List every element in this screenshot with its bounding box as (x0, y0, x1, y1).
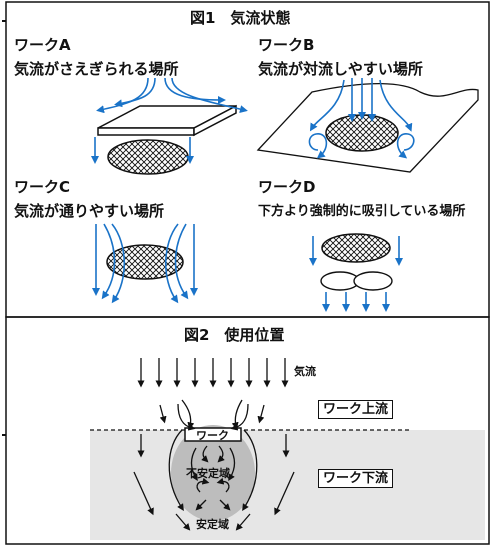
arrow-icon (96, 77, 149, 114)
arrow-icon (201, 445, 209, 463)
arrow-icon (101, 223, 116, 300)
work-c-name: ワークC (14, 178, 71, 196)
unstable-label: 不安定域 (186, 467, 230, 480)
fig2-title: 図2 使用位置 (184, 326, 285, 344)
work-d-desc: 下方より強制的に吸引している場所 (258, 204, 466, 219)
arrow-icon (164, 223, 179, 304)
arrow-icon (219, 499, 231, 511)
upstream-label: ワーク上流 (318, 400, 394, 419)
arrow-icon (175, 513, 191, 531)
arrow-icon (309, 79, 345, 132)
arrow-icon (228, 447, 236, 482)
arrow-icon (171, 77, 248, 113)
work-b-desc: 気流が対流しやすい場所 (258, 60, 423, 78)
arrow-icon (111, 223, 126, 304)
downstream-label: ワーク下流 (318, 469, 394, 488)
arrow-icon (230, 403, 249, 431)
arrow-icon (114, 77, 156, 108)
arrow-icon (379, 79, 413, 132)
work-b-name: ワークB (258, 36, 315, 54)
fan-icon (320, 271, 393, 291)
work-a-name: ワークA (14, 36, 71, 54)
work-a-desc: 気流がさえぎられる場所 (14, 60, 179, 78)
fig2-frame (5, 316, 490, 545)
work-d-mesh-icon (321, 233, 391, 263)
work-c-illustration (92, 223, 198, 304)
arrow-icon (174, 223, 189, 300)
arrow-icon (164, 77, 226, 104)
stable-label: 安定域 (196, 518, 229, 531)
arrow-icon (133, 471, 154, 516)
work-d-name: ワークD (258, 178, 316, 196)
work-b-illustration (256, 78, 479, 173)
fig1-title: 図1 気流状態 (190, 9, 291, 27)
work-a-mesh-icon (107, 139, 189, 175)
work-a-illustration (91, 77, 248, 175)
arrow-icon (257, 404, 265, 424)
arrow-icon (396, 133, 415, 159)
arrow-icon (168, 429, 184, 511)
border-mark (2, 20, 6, 22)
arrow-icon (216, 477, 230, 493)
arrow-icon (190, 447, 198, 482)
work-block (184, 427, 242, 442)
arrow-icon (195, 499, 207, 511)
work-label: ワーク (196, 429, 229, 442)
unstable-zone (171, 425, 255, 521)
arrow-icon (308, 133, 328, 159)
arrow-icon (217, 445, 225, 463)
arrow-icon (274, 471, 295, 516)
work-c-desc: 気流が通りやすい場所 (14, 202, 165, 220)
border-mark (2, 434, 6, 436)
arrow-icon (242, 429, 258, 511)
airflow-label: 気流 (294, 365, 316, 378)
fig2-illustration (90, 358, 485, 540)
arrow-icon (177, 403, 196, 431)
arrow-icon (231, 399, 243, 430)
arrow-icon (235, 513, 251, 531)
work-c-mesh-icon (106, 244, 184, 280)
work-b-mesh-icon (325, 114, 399, 152)
work-d-illustration (309, 233, 403, 312)
arrow-icon (196, 477, 210, 493)
arrow-icon (159, 404, 167, 424)
